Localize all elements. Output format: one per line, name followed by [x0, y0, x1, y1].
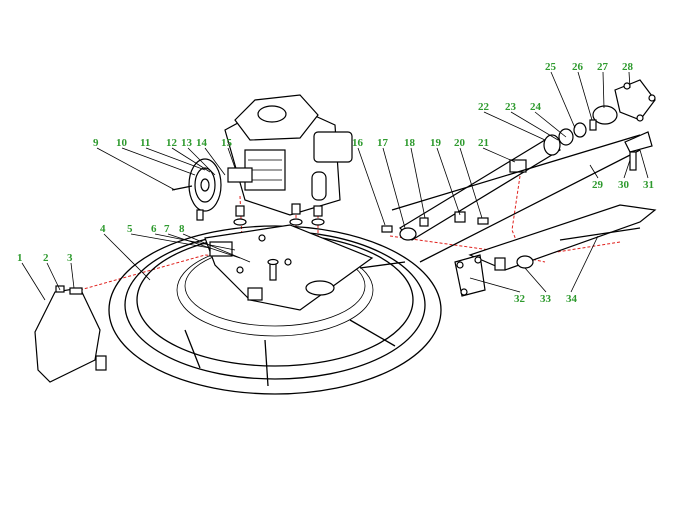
part-label-10: 10	[116, 137, 128, 149]
part-label-13: 13	[181, 137, 193, 149]
part-label-8: 8	[179, 223, 185, 235]
float-pan-ring	[108, 225, 442, 395]
control-head	[589, 79, 656, 171]
part-label-16: 16	[352, 137, 364, 149]
part-label-24: 24	[530, 101, 542, 113]
part-label-22: 22	[478, 101, 490, 113]
part-label-19: 19	[430, 137, 442, 149]
engine-assembly	[224, 94, 353, 216]
part-label-23: 23	[505, 101, 517, 113]
fasteners	[233, 203, 325, 281]
part-label-28: 28	[622, 61, 634, 73]
part-label-29: 29	[592, 179, 604, 191]
part-label-11: 11	[140, 137, 150, 149]
part-label-4: 4	[100, 223, 106, 235]
part-label-18: 18	[404, 137, 416, 149]
part-label-17: 17	[377, 137, 389, 149]
part-label-2: 2	[43, 252, 49, 264]
part-label-21: 21	[478, 137, 489, 149]
part-label-15: 15	[221, 137, 233, 149]
part-label-26: 26	[572, 61, 584, 73]
part-label-3: 3	[67, 252, 73, 264]
part-label-33: 33	[540, 293, 552, 305]
pulley	[171, 158, 222, 221]
part-label-5: 5	[127, 223, 133, 235]
part-label-12: 12	[166, 137, 178, 149]
part-labels: 1 2 3 4 5 6 7 8 9 10 11 12 13 14 15 16 1…	[17, 61, 654, 305]
part-label-14: 14	[196, 137, 208, 149]
part-label-34: 34	[566, 293, 578, 305]
part-label-32: 32	[514, 293, 526, 305]
part-label-20: 20	[454, 137, 466, 149]
belt-guard	[34, 285, 107, 383]
part-label-9: 9	[93, 137, 99, 149]
center-plate	[204, 224, 374, 311]
leader-lines	[21, 71, 649, 301]
part-label-25: 25	[545, 61, 557, 73]
part-label-1: 1	[17, 252, 23, 264]
part-label-6: 6	[151, 223, 157, 235]
part-label-30: 30	[618, 179, 630, 191]
part-label-7: 7	[164, 223, 170, 235]
part-label-27: 27	[597, 61, 609, 73]
handle-shaft	[381, 122, 641, 263]
part-label-31: 31	[643, 179, 654, 191]
lower-handle	[454, 204, 657, 297]
